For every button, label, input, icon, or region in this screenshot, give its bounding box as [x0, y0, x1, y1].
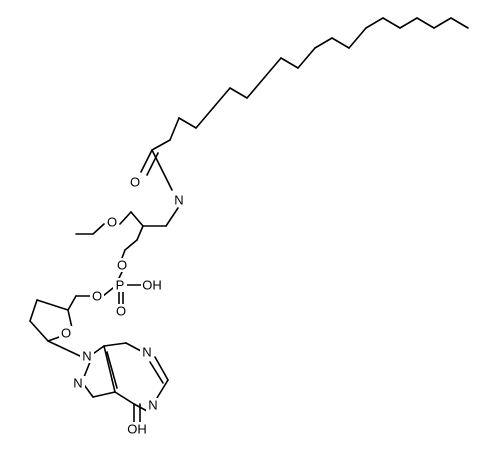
phosphate-bonds: [102, 271, 142, 305]
purine-n3-text: N: [142, 345, 151, 360]
amide-oxygen-text: O: [130, 175, 140, 190]
phosphoryl-oxygen-label: O: [114, 304, 128, 319]
purine-n7-text: N: [73, 376, 82, 391]
bond-layer: [29, 17, 469, 423]
ring-oxygen-text: O: [61, 326, 71, 341]
purine-n7-label: N: [71, 376, 85, 391]
phosphorus-label: P: [113, 278, 127, 293]
purine-n9-text: N: [82, 349, 91, 364]
enol-hydroxyl-label: OH: [126, 422, 148, 437]
enol-hydroxyl-text: OH: [127, 422, 147, 437]
ether-oxygen-label: O: [105, 215, 119, 230]
ester-oxygen-1-label: O: [115, 258, 129, 273]
amide-nitrogen-label: N: [172, 193, 186, 208]
ether-oxygen-text: O: [107, 215, 117, 230]
backbone-bonds: [75, 207, 179, 259]
purine-n1-text: N: [148, 398, 157, 413]
amide-nitrogen-text: N: [174, 193, 183, 208]
sugar-ring-bonds: [29, 295, 91, 357]
amide-oxygen-label: O: [128, 175, 142, 190]
ring-oxygen-label: O: [59, 326, 73, 341]
phosphate-hydroxyl-text: OH: [142, 278, 162, 293]
purine-n3-label: N: [140, 345, 154, 360]
ester-oxygen-2-text: O: [92, 289, 102, 304]
ester-oxygen-2-label: O: [90, 289, 104, 304]
purine-n9-label: N: [80, 349, 94, 364]
ester-oxygen-1-text: O: [117, 258, 127, 273]
fatty-acyl-chain: [151, 17, 469, 151]
amide-group-bonds: [140, 149, 173, 191]
atom-label-layer: O N O O P OH O O: [59, 175, 186, 437]
purine-n1-label: N: [146, 398, 160, 413]
phosphate-hydroxyl-label: OH: [141, 278, 163, 293]
phosphoryl-oxygen-text: O: [116, 304, 126, 319]
purine-ring-bonds: [81, 342, 169, 423]
phosphorus-text: P: [116, 278, 125, 293]
